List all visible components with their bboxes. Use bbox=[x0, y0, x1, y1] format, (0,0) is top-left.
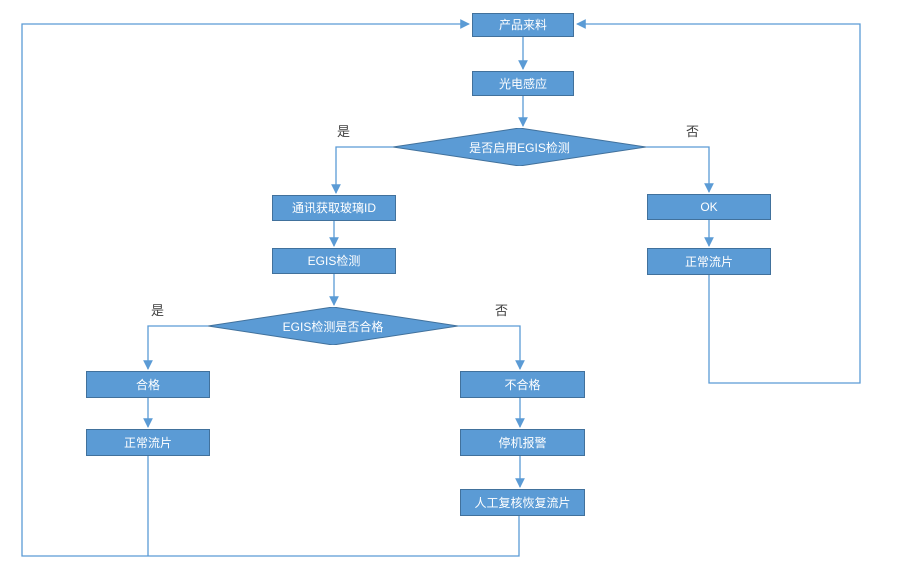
diamond-shape bbox=[208, 307, 458, 345]
node-decision-egis-pass: EGIS检测是否合格 bbox=[208, 307, 458, 345]
node-qualified-label: 合格 bbox=[135, 377, 160, 392]
connector-right-return-loop bbox=[576, 19, 861, 384]
node-unqualified: 不合格 bbox=[460, 371, 585, 398]
node-normal-flow-left: 正常流片 bbox=[86, 429, 210, 456]
connector-decision2-yes-to-qualified bbox=[143, 325, 208, 370]
node-normal-flow-right-label: 正常流片 bbox=[684, 254, 733, 269]
node-ok: OK bbox=[647, 194, 771, 220]
connector-left-return-loop bbox=[21, 19, 520, 557]
node-normal-flow-left-label: 正常流片 bbox=[123, 435, 172, 450]
node-product-incoming: 产品来料 bbox=[472, 13, 574, 37]
connector-decision2-no-to-unqualified bbox=[458, 325, 525, 370]
node-decision-egis-pass-label: EGIS检测是否合格 bbox=[282, 319, 384, 334]
node-comm-get-glass-id-label: 通讯获取玻璃ID bbox=[291, 201, 376, 215]
node-egis-check-label: EGIS检测 bbox=[307, 254, 361, 268]
node-stop-alarm-label: 停机报警 bbox=[498, 435, 547, 450]
edge-label-decision1-yes: 是 bbox=[337, 124, 351, 139]
node-qualified: 合格 bbox=[86, 371, 210, 398]
node-normal-flow-right: 正常流片 bbox=[647, 248, 771, 275]
node-manual-review-resume-label: 人工复核恢复流片 bbox=[474, 495, 571, 510]
node-unqualified-label: 不合格 bbox=[504, 377, 541, 392]
connector-decision1-no-to-ok bbox=[646, 146, 714, 193]
edge-label-decision2-yes: 是 bbox=[151, 303, 165, 318]
edge-label-decision1-no: 否 bbox=[686, 124, 700, 139]
node-egis-check: EGIS检测 bbox=[272, 248, 396, 274]
node-ok-label: OK bbox=[700, 200, 718, 214]
node-photoelectric-sensing-label: 光电感应 bbox=[498, 76, 547, 91]
node-photoelectric-sensing: 光电感应 bbox=[472, 71, 574, 96]
connector-decision1-yes-to-comm bbox=[331, 146, 393, 194]
edge-label-decision2-no: 否 bbox=[495, 303, 509, 318]
node-decision-enable-egis: 是否启用EGIS检测 bbox=[393, 128, 646, 166]
diamond-shape bbox=[393, 128, 646, 166]
node-stop-alarm: 停机报警 bbox=[460, 429, 585, 456]
node-decision-enable-egis-label: 是否启用EGIS检测 bbox=[469, 140, 570, 155]
node-comm-get-glass-id: 通讯获取玻璃ID bbox=[272, 195, 396, 221]
node-manual-review-resume: 人工复核恢复流片 bbox=[460, 489, 585, 516]
node-product-incoming-label: 产品来料 bbox=[498, 18, 547, 32]
